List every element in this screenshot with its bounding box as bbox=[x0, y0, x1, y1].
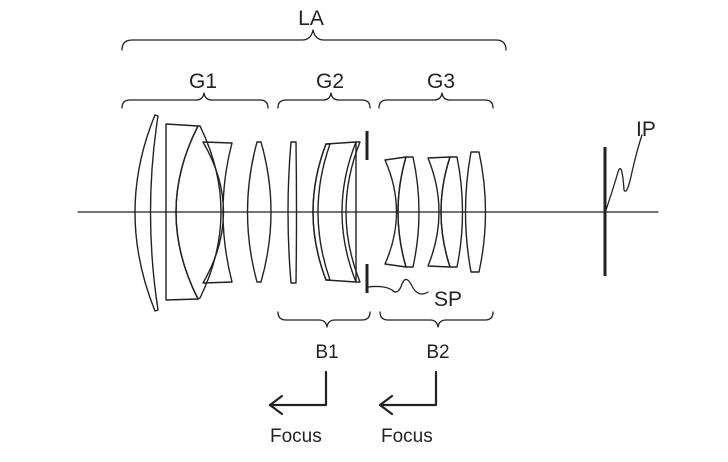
bracket-b2 bbox=[380, 312, 493, 327]
label-la: LA bbox=[298, 7, 324, 30]
label-focus-1: Focus bbox=[270, 426, 322, 447]
bracket-g3 bbox=[379, 93, 493, 108]
bracket-la bbox=[122, 30, 506, 50]
g1-lens-1 bbox=[135, 115, 158, 311]
focus-arrow-2 bbox=[380, 372, 436, 414]
label-ip: IP bbox=[636, 118, 656, 141]
sp-leader bbox=[368, 279, 428, 294]
bracket-g1 bbox=[122, 93, 268, 108]
bracket-b1 bbox=[278, 312, 370, 327]
label-focus-2: Focus bbox=[381, 426, 433, 447]
label-sp: SP bbox=[434, 288, 462, 311]
label-b2: B2 bbox=[426, 342, 449, 363]
bracket-g2 bbox=[278, 93, 370, 108]
label-g2: G2 bbox=[316, 70, 344, 93]
label-b1: B1 bbox=[315, 342, 338, 363]
ip-leader bbox=[606, 135, 642, 210]
focus-arrow-1 bbox=[270, 372, 326, 414]
label-g1: G1 bbox=[189, 70, 217, 93]
label-g3: G3 bbox=[427, 70, 455, 93]
